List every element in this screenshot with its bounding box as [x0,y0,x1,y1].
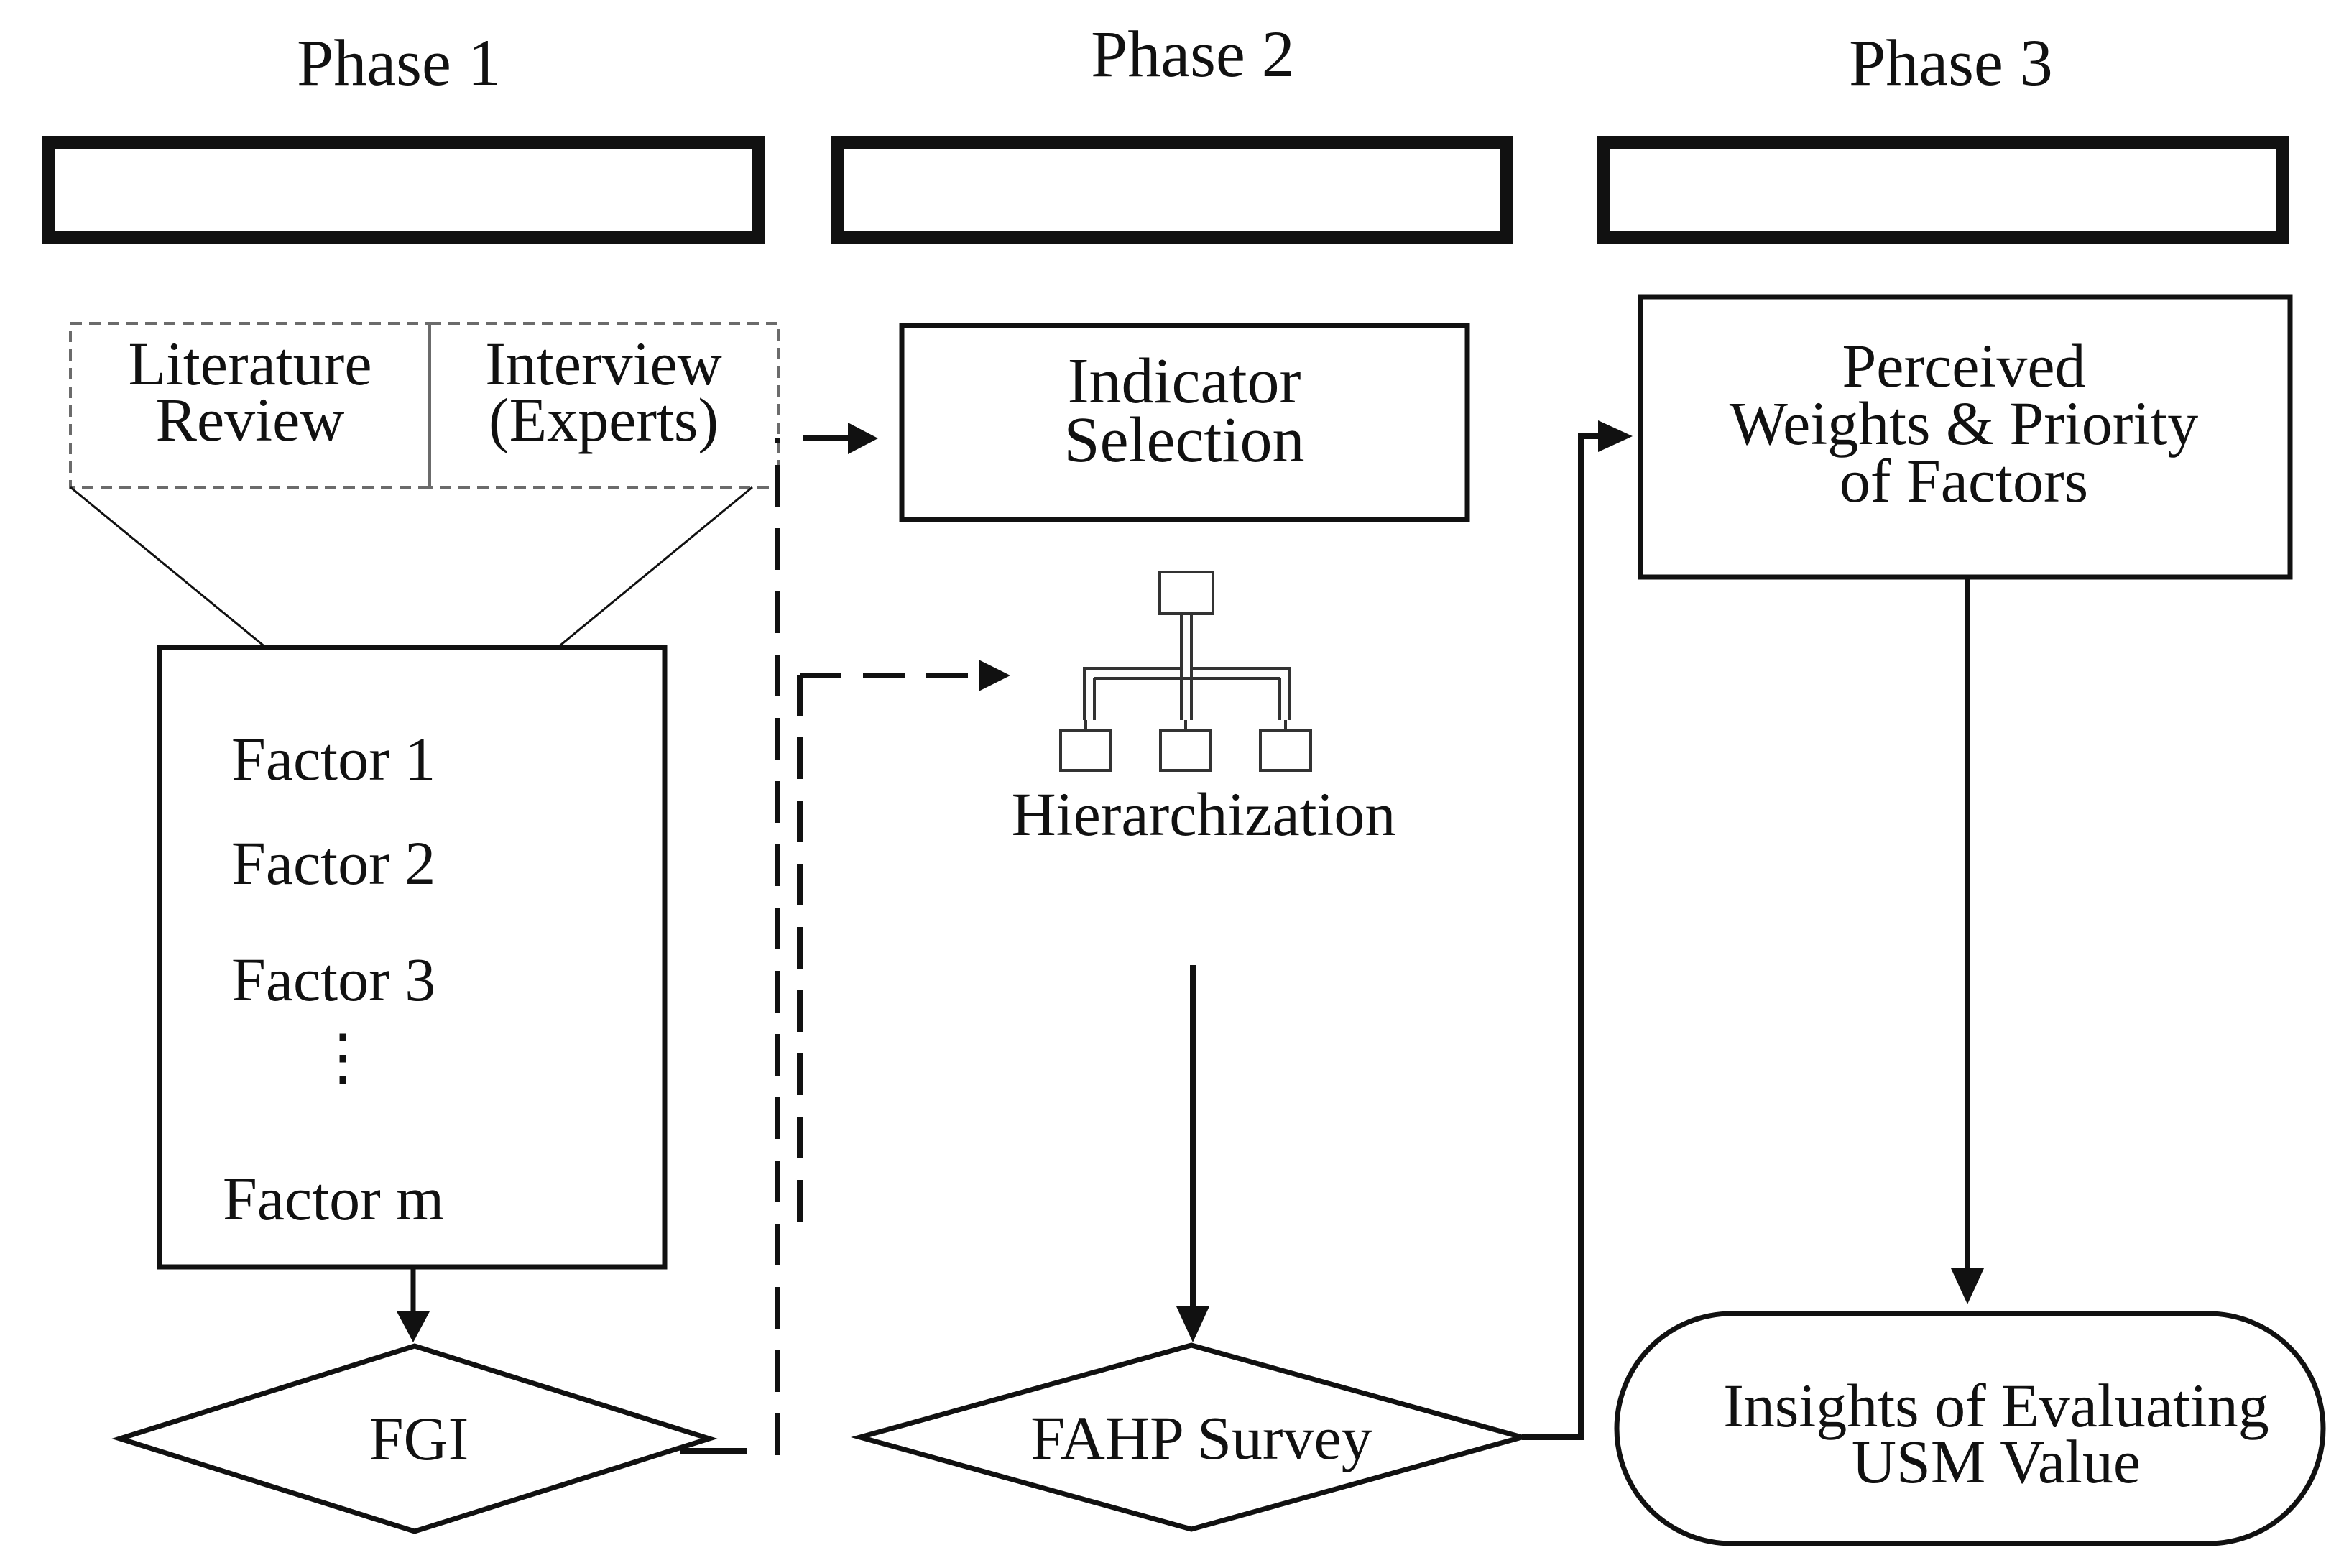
fahp-survey-label: FAHP Survey [1030,1403,1372,1472]
phase-2-title: Phase 2 [1091,17,1295,91]
factor-m-label: Factor m [223,1164,444,1233]
phase-3-header-bar [1597,136,2289,244]
factor-2-label: Factor 2 [231,829,435,898]
arrowhead-to-fahp-survey [1176,1306,1209,1342]
phase-3-title: Phase 3 [1849,26,2053,99]
interview-experts-label: Interview(Experts) [485,329,722,454]
arrowhead-to-insights [1951,1268,1984,1304]
connector-survey-to-weights [1522,433,1606,1440]
phase-1-title: Phase 1 [297,26,501,99]
arrowhead-to-weights [1598,420,1633,452]
factor-1-label: Factor 1 [231,724,435,793]
insights-terminal [1614,1311,2326,1546]
factor-3-label: Factor 3 [231,945,435,1014]
factor-ellipsis: ⋮ [312,1023,374,1092]
arrowhead-to-indicator-selection [848,423,878,454]
hierarchy-icon [1059,571,1312,772]
fgi-label: FGI [369,1404,469,1473]
funnel-line-left [70,486,267,649]
arrowhead-to-hierarchization [979,660,1010,691]
indicator-selection-box [899,323,1470,522]
arrowhead-factors-to-fgi [397,1311,430,1342]
phase-2-header-bar [831,136,1513,244]
interview-experts-box [428,322,780,489]
fgi-diamond [111,1343,718,1534]
funnel-line-right [557,486,753,649]
phase-1-header-bar [42,136,765,244]
hierarchization-label: Hierarchization [1012,780,1396,849]
